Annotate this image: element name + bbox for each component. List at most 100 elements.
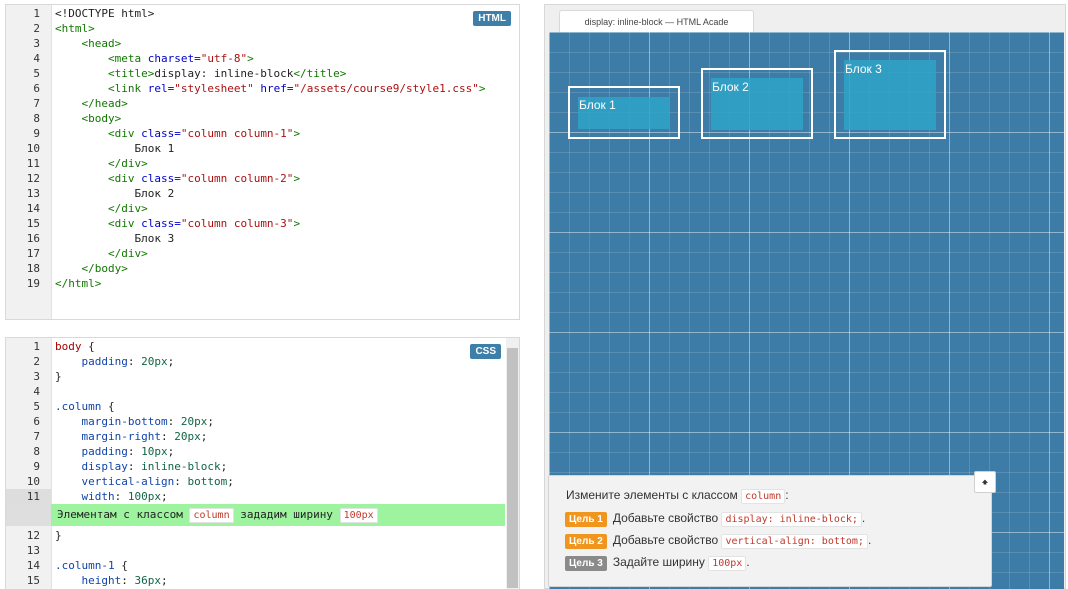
line-code[interactable]: <div class="column column-3">	[55, 217, 301, 230]
html-line[interactable]: 9 <div class="column column-1">	[6, 126, 519, 141]
line-code[interactable]: <div class="column column-1">	[55, 127, 301, 140]
line-code[interactable]: Блок 2	[55, 187, 175, 200]
line-number: 13	[26, 187, 40, 200]
line-number: 11	[26, 157, 40, 170]
line-code[interactable]: </body>	[55, 262, 128, 275]
task-title-code: column	[741, 489, 786, 504]
css-line[interactable]: 9 display: inline-block;	[6, 459, 519, 474]
html-line[interactable]: 7 </head>	[6, 96, 519, 111]
line-code[interactable]: <html>	[55, 22, 95, 35]
line-number: 19	[26, 277, 40, 290]
line-number: 14	[26, 559, 40, 572]
html-line[interactable]: 5 <title>display: inline-block</title>	[6, 66, 519, 81]
line-number: 9	[33, 460, 40, 473]
line-number: 14	[26, 202, 40, 215]
css-line[interactable]: 15 height: 36px;	[6, 573, 519, 588]
line-code[interactable]: Блок 1	[55, 142, 175, 155]
html-line[interactable]: 4 <meta charset="utf-8">	[6, 51, 519, 66]
hint-text-before: Элементам с классом	[57, 508, 183, 521]
hint-code-width: 100px	[339, 508, 378, 523]
line-code[interactable]: height: 36px;	[55, 574, 168, 587]
css-line[interactable]: 12}	[6, 528, 519, 543]
html-editor[interactable]: 1 <!DOCTYPE html> 2 <html>3 <head>4 <meta c…	[5, 4, 520, 320]
css-line[interactable]: 6 margin-bottom: 20px;	[6, 414, 519, 429]
line-number: 8	[33, 445, 40, 458]
line-code[interactable]: <meta charset="utf-8">	[55, 52, 254, 65]
line-code[interactable]: display: inline-block;	[55, 460, 228, 473]
html-line[interactable]: 1 <!DOCTYPE html>	[6, 6, 519, 21]
line-number: 2	[33, 22, 40, 35]
html-line[interactable]: 8 <body>	[6, 111, 519, 126]
html-line[interactable]: 18 </body>	[6, 261, 519, 276]
html-code-lines[interactable]: 1 <!DOCTYPE html> 2 <html>3 <head>4 <meta c…	[6, 6, 519, 291]
line-code[interactable]: margin-right: 20px;	[55, 430, 208, 443]
line-code[interactable]: body {	[55, 340, 95, 353]
html-line[interactable]: 2 <html>	[6, 21, 519, 36]
line-code[interactable]: </div>	[55, 247, 148, 260]
line-code[interactable]: <!DOCTYPE html>	[55, 7, 155, 20]
line-code[interactable]: }	[55, 370, 62, 383]
line-code[interactable]: Блок 3	[55, 232, 175, 245]
line-code[interactable]: .column {	[55, 400, 115, 413]
line-number: 11	[6, 489, 40, 504]
line-number: 1	[33, 340, 40, 353]
line-code[interactable]: <div class="column column-2">	[55, 172, 301, 185]
html-line[interactable]: 17 </div>	[6, 246, 519, 261]
demo-block-1-label: Блок 1	[579, 98, 616, 112]
preview-tab[interactable]: display: inline-block — HTML Acade	[559, 10, 754, 33]
html-line[interactable]: 11 </div>	[6, 156, 519, 171]
task-title: Измените элементы с классом column:	[566, 488, 789, 504]
line-code[interactable]: padding: 20px;	[55, 355, 175, 368]
css-scrollbar[interactable]	[506, 338, 519, 589]
html-line[interactable]: 6 <link rel="stylesheet" href="/assets/c…	[6, 81, 519, 96]
css-line[interactable]: 11 width: 100px;	[6, 489, 519, 504]
line-code[interactable]: </head>	[55, 97, 128, 110]
css-line[interactable]: 3}	[6, 369, 519, 384]
css-line[interactable]: 14 .column-1 {	[6, 558, 519, 573]
goal-1-after: .	[861, 511, 866, 525]
line-code[interactable]: <body>	[55, 112, 122, 125]
line-number: 3	[33, 370, 40, 383]
html-line[interactable]: 15 <div class="column column-3">	[6, 216, 519, 231]
css-line[interactable]: 7 margin-right: 20px;	[6, 429, 519, 444]
line-number-gutter	[6, 5, 52, 319]
line-code[interactable]: width: 100px;	[55, 490, 168, 503]
line-code[interactable]: <link rel="stylesheet" href="/assets/cou…	[55, 82, 486, 95]
html-line[interactable]: 16 Блок 3	[6, 231, 519, 246]
html-line[interactable]: 19 </html>	[6, 276, 519, 291]
line-number: 1	[33, 7, 40, 20]
collapse-task-button[interactable]: 🠹	[974, 471, 996, 493]
css-line[interactable]: 13	[6, 543, 519, 558]
css-line[interactable]: 1 body {	[6, 339, 519, 354]
line-code[interactable]: vertical-align: bottom;	[55, 475, 234, 488]
line-code[interactable]: </div>	[55, 202, 148, 215]
css-line[interactable]: 8 padding: 10px;	[6, 444, 519, 459]
css-line[interactable]: 2 padding: 20px;	[6, 354, 519, 369]
html-line[interactable]: 13 Блок 2	[6, 186, 519, 201]
html-line[interactable]: 12 <div class="column column-2">	[6, 171, 519, 186]
css-line[interactable]: 10 vertical-align: bottom;	[6, 474, 519, 489]
css-line[interactable]: 4	[6, 384, 519, 399]
line-code[interactable]: <title>display: inline-block</title>	[55, 67, 347, 80]
line-number: 5	[33, 400, 40, 413]
html-line[interactable]: 10 Блок 1	[6, 141, 519, 156]
goal-1-tag: Цель 1	[565, 512, 607, 527]
scrollbar-thumb[interactable]	[507, 348, 518, 588]
css-line[interactable]: 5 .column {	[6, 399, 519, 414]
line-code[interactable]: </html>	[55, 277, 102, 290]
line-code[interactable]: <head>	[55, 37, 122, 50]
line-number-gutter	[6, 338, 52, 589]
line-code[interactable]: padding: 10px;	[55, 445, 175, 458]
html-line[interactable]: 3 <head>	[6, 36, 519, 51]
line-code[interactable]: margin-bottom: 20px;	[55, 415, 214, 428]
line-number: 7	[33, 97, 40, 110]
html-line[interactable]: 14 </div>	[6, 201, 519, 216]
line-number: 16	[26, 232, 40, 245]
line-code[interactable]: </div>	[55, 157, 148, 170]
line-code[interactable]: }	[55, 529, 62, 542]
line-code[interactable]: .column-1 {	[55, 559, 128, 572]
